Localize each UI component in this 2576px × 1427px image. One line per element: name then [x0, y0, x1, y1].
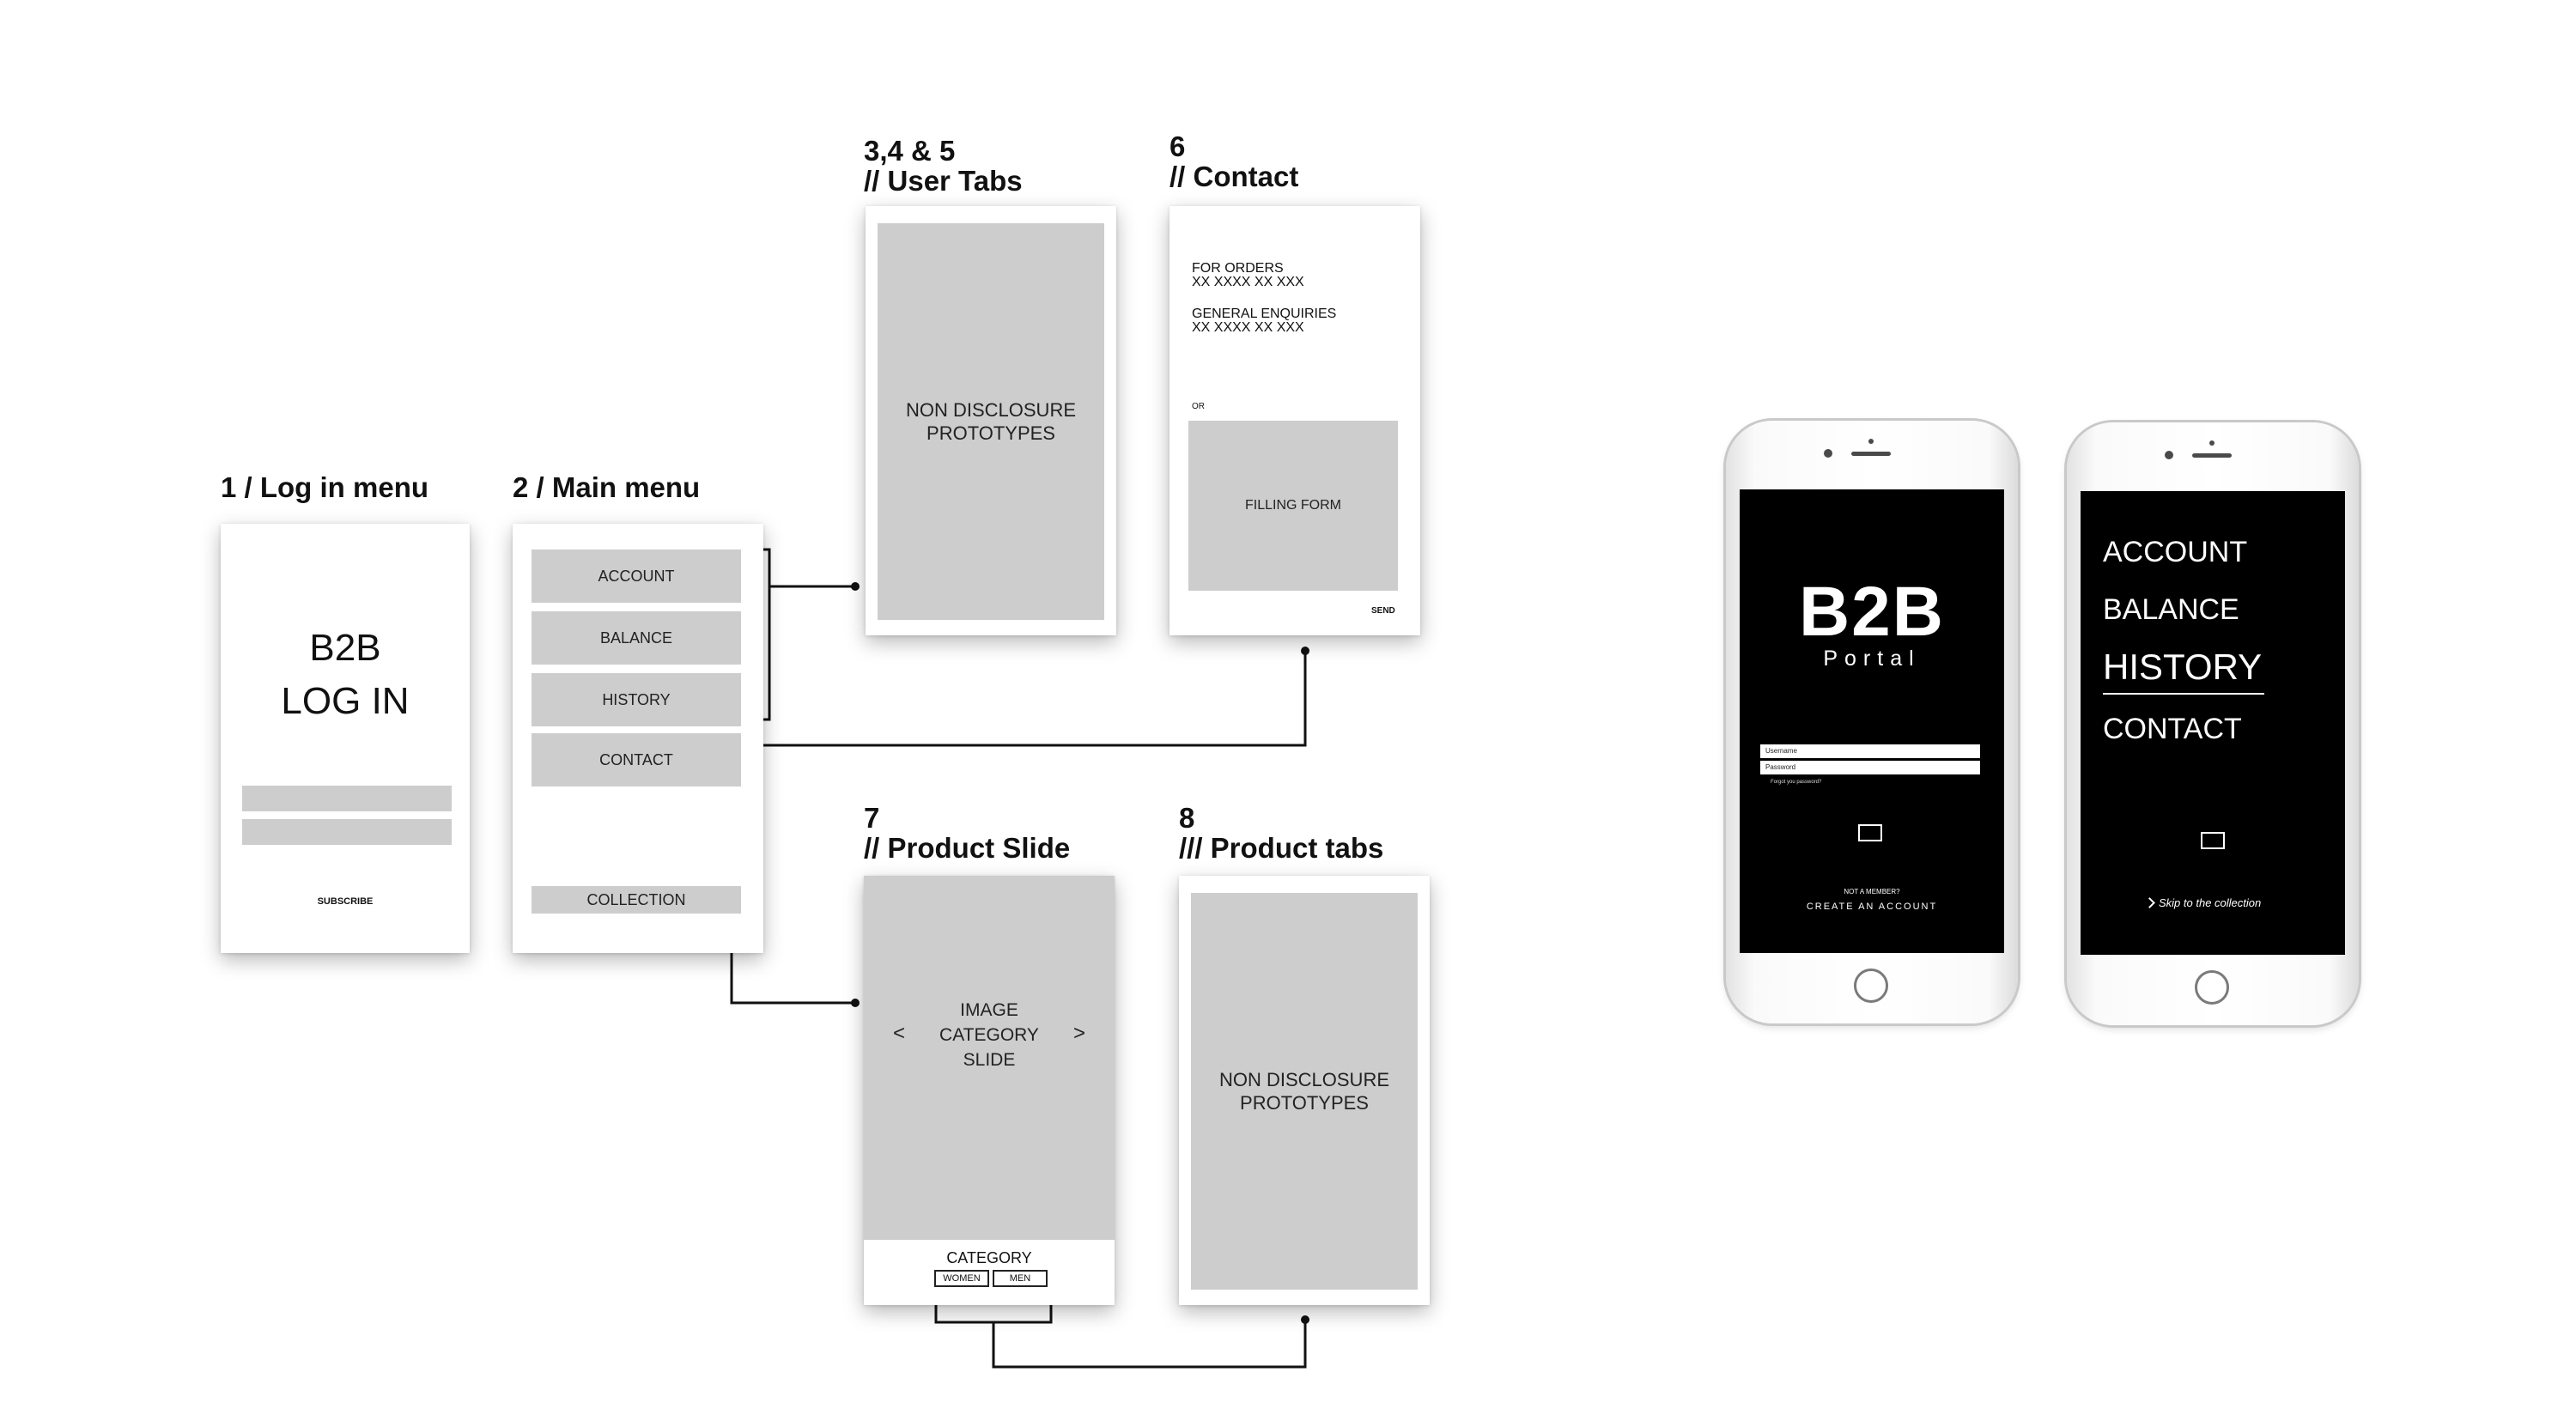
sensor-icon [2209, 440, 2215, 446]
checkbox-icon[interactable] [1858, 824, 1882, 841]
contact-wireframe: FOR ORDERS XX XXXX XX XXX GENERAL ENQUIR… [1170, 206, 1420, 635]
user-tabs-wireframe: NON DISCLOSURE PROTOTYPES [866, 206, 1116, 635]
password-field[interactable] [242, 819, 452, 845]
enquiries-label: GENERAL ENQUIRIES [1192, 307, 1337, 321]
phone-password-input[interactable]: Password [1760, 761, 1980, 774]
product-tabs-line1: NON DISCLOSURE [1218, 1069, 1390, 1090]
slide-line3: SLIDE [963, 1049, 1016, 1070]
filling-form[interactable]: FILLING FORM [1188, 421, 1398, 591]
phone-menu-history-active[interactable]: HISTORY [2103, 647, 2264, 695]
user-tabs-line1: NON DISCLOSURE [905, 399, 1077, 421]
title-user-tabs-number: 3,4 & 5 [864, 135, 956, 167]
product-slide-wireframe: IMAGE CATEGORY SLIDE < > CATEGORY WOMEN … [864, 876, 1115, 1305]
prev-arrow[interactable]: < [893, 1022, 906, 1045]
camera-icon [1824, 449, 1832, 458]
slide-line1: IMAGE [960, 999, 1018, 1020]
title-product-slide: // Product Slide [864, 832, 1071, 864]
send-button[interactable]: SEND [1371, 606, 1395, 616]
phone-menu-contact[interactable]: CONTACT [2103, 713, 2242, 745]
title-product-slide-number: 7 [864, 802, 880, 834]
skip-collection-label: Skip to the collection [2159, 896, 2262, 909]
chevron-right-icon [2144, 897, 2155, 908]
subscribe-link[interactable]: SUBSCRIBE [317, 896, 374, 907]
connector-category-to-product-tabs [934, 1298, 1307, 1369]
phone-login-mockup: B2B Portal Username Password Forgot you … [1726, 421, 2018, 1023]
next-arrow[interactable]: > [1073, 1022, 1086, 1045]
phone-username-input[interactable]: Username [1760, 744, 1980, 758]
title-contact-number: 6 [1170, 131, 1186, 162]
product-tabs-wireframe: NON DISCLOSURE PROTOTYPES [1179, 876, 1430, 1305]
or-label: OR [1192, 402, 1205, 411]
login-title-line2: LOG IN [281, 680, 410, 722]
title-product-tabs-number: 8 [1179, 802, 1195, 834]
menu-contact-button[interactable]: CONTACT [532, 733, 741, 786]
create-account-link[interactable]: CREATE AN ACCOUNT [1806, 902, 1938, 912]
speaker-icon [2192, 453, 2232, 458]
portal-label: Portal [1823, 646, 1921, 671]
phone-menu-balance[interactable]: BALANCE [2103, 593, 2239, 626]
image-slide-area[interactable] [864, 876, 1115, 1240]
orders-label: FOR ORDERS [1192, 261, 1284, 276]
sensor-icon [1868, 439, 1874, 444]
women-button[interactable]: WOMEN [934, 1270, 989, 1287]
home-button[interactable] [2195, 970, 2229, 1005]
slide-line2: CATEGORY [939, 1024, 1039, 1045]
menu-collection-button[interactable]: COLLECTION [532, 886, 741, 914]
main-menu-wireframe: ACCOUNT BALANCE HISTORY CONTACT COLLECTI… [513, 524, 763, 953]
not-member-label: NOT A MEMBER? [1844, 887, 1900, 896]
phone-menu-account[interactable]: ACCOUNT [2103, 536, 2248, 568]
login-wireframe: B2B LOG IN SUBSCRIBE [221, 524, 470, 953]
square-icon [2201, 832, 2225, 849]
connector-contact-to-contact-screen [747, 650, 1307, 747]
menu-account-button[interactable]: ACCOUNT [532, 550, 741, 603]
enquiries-phone: XX XXXX XX XXX [1192, 320, 1304, 335]
men-button[interactable]: MEN [993, 1270, 1048, 1287]
title-main-menu: 2 / Main menu [513, 471, 701, 503]
phone-menu-screen: ACCOUNT BALANCE HISTORY CONTACT Skip to … [2081, 491, 2345, 955]
title-login-menu: 1 / Log in menu [221, 471, 429, 503]
product-tabs-line2: PROTOTYPES [1240, 1092, 1369, 1114]
menu-balance-button[interactable]: BALANCE [532, 611, 741, 665]
forgot-password-link[interactable]: Forgot you password? [1771, 780, 1822, 785]
username-field[interactable] [242, 786, 452, 811]
title-contact: // Contact [1170, 161, 1299, 192]
b2b-logo: B2B [1798, 573, 1946, 651]
category-label: CATEGORY [946, 1248, 1032, 1266]
title-product-tabs: /// Product tabs [1179, 832, 1384, 864]
slide-text: IMAGE CATEGORY SLIDE [915, 996, 1063, 1073]
product-tabs-placeholder: NON DISCLOSURE PROTOTYPES [1191, 893, 1418, 1290]
home-button[interactable] [1854, 969, 1888, 1003]
login-title-line1: B2B [309, 627, 381, 669]
camera-icon [2165, 451, 2173, 459]
menu-history-button[interactable]: HISTORY [532, 673, 741, 726]
skip-collection-link[interactable]: Skip to the collection [2144, 896, 2262, 909]
speaker-icon [1851, 452, 1891, 456]
orders-phone: XX XXXX XX XXX [1192, 275, 1304, 289]
user-tabs-placeholder: NON DISCLOSURE PROTOTYPES [878, 223, 1104, 620]
phone-login-screen: B2B Portal Username Password Forgot you … [1740, 489, 2004, 953]
phone-menu-mockup: ACCOUNT BALANCE HISTORY CONTACT Skip to … [2067, 422, 2359, 1025]
title-user-tabs: // User Tabs [864, 165, 1023, 197]
user-tabs-line2: PROTOTYPES [927, 422, 1055, 444]
